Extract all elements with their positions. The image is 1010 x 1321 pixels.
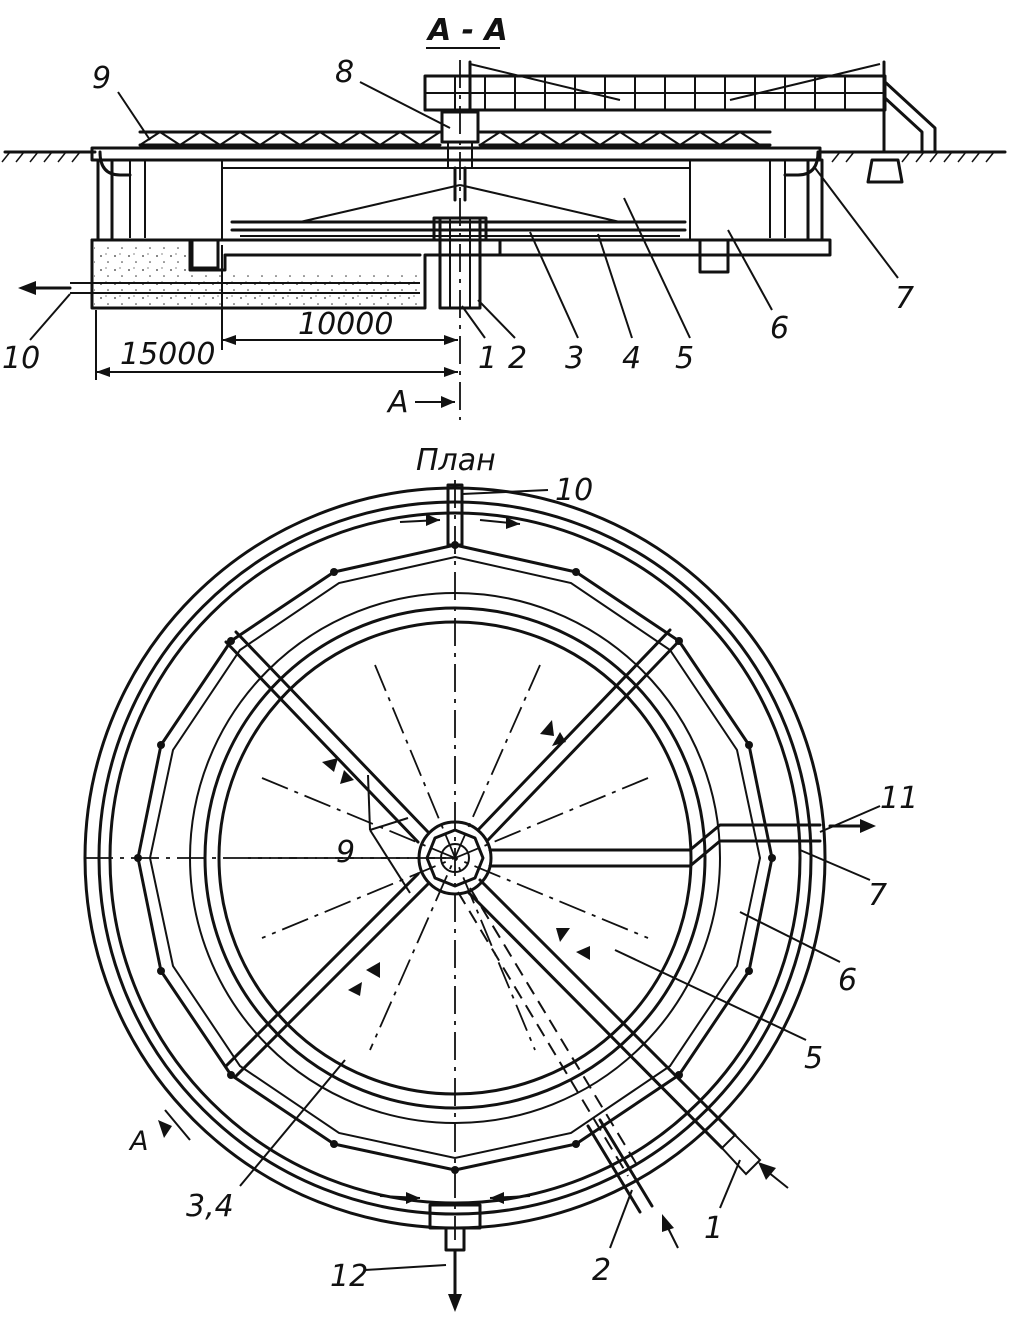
- center-column: [432, 60, 488, 420]
- plan-callout-12: 12: [330, 1259, 368, 1294]
- plan-callout-11: 11: [880, 781, 918, 816]
- plan-view: План: [83, 443, 918, 1312]
- section-title: А - А: [426, 13, 508, 48]
- callout-3: 3: [565, 341, 584, 376]
- scraper-truss: [230, 166, 687, 237]
- plan-callout-1: 1: [704, 1211, 723, 1246]
- plan-radial-pipes: [224, 628, 822, 1078]
- tank-walls: [90, 146, 824, 242]
- plan-inlet-pipes: [457, 878, 762, 1214]
- callout-4: 4: [622, 341, 641, 376]
- plan-center-lines: [85, 480, 649, 1240]
- callout-2: 2: [508, 341, 527, 376]
- callout-8: 8: [335, 55, 354, 90]
- ground-line: [1, 150, 1007, 163]
- plan-callout-7: 7: [868, 878, 887, 913]
- cut-marker-section: А: [386, 385, 455, 420]
- plan-callouts: 10 11 7 6 5 9 3,4 12 2 1: [186, 473, 918, 1294]
- plan-callout-6: 6: [838, 963, 857, 998]
- section-callouts: 9 8 10 1 2 3 4 5 6 7: [2, 55, 914, 376]
- bottom-slab: [70, 238, 832, 310]
- callout-10: 10: [2, 341, 40, 376]
- plan-callout-10: 10: [555, 473, 593, 508]
- plan-title: План: [416, 443, 496, 478]
- dim-15000: 15000: [120, 337, 215, 372]
- plan-callout-9: 9: [336, 835, 355, 870]
- plan-outlet-top: [446, 483, 549, 547]
- callout-9: 9: [92, 61, 111, 96]
- callout-5: 5: [675, 341, 694, 376]
- plan-flow-arrows: [322, 514, 876, 1249]
- bridge-truss: [138, 60, 937, 184]
- callout-1: 1: [478, 341, 497, 376]
- outlet-arrow: [18, 281, 72, 295]
- plan-cut-label: А: [128, 1126, 148, 1157]
- plan-callout-2: 2: [592, 1253, 611, 1288]
- section-view: А - А: [1, 13, 1007, 420]
- callout-7: 7: [895, 281, 914, 316]
- plan-callout-3-4: 3,4: [186, 1189, 234, 1224]
- dim-10000: 10000: [298, 307, 393, 342]
- callout-6: 6: [770, 311, 789, 346]
- dimension-lines: 10000 15000: [95, 245, 458, 380]
- plan-callout-5: 5: [804, 1041, 823, 1076]
- plan-outlet-bottom: [428, 1203, 482, 1312]
- cut-marker-plan: А: [128, 1109, 191, 1157]
- cut-marker-label: А: [386, 385, 409, 420]
